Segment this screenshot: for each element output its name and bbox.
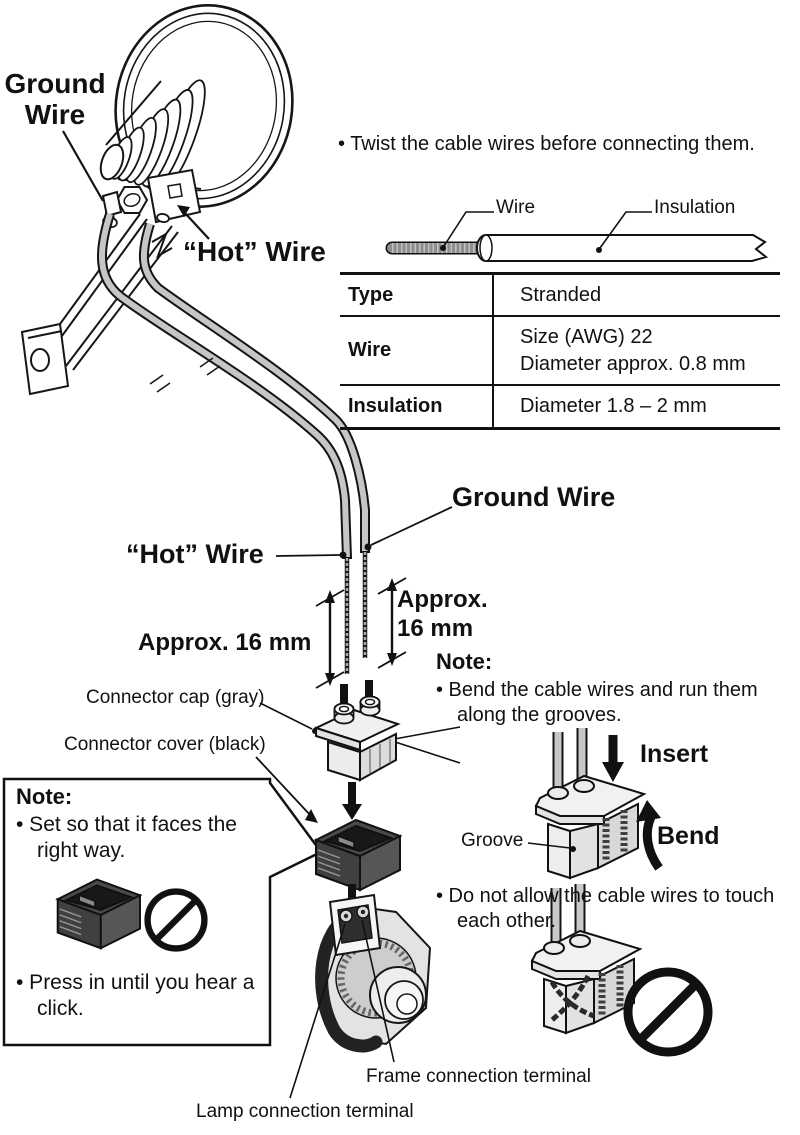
ground-wire-label-top: Ground Wire: [4, 68, 106, 131]
right-note-touch-item: • Do not allow the cable wires to touch …: [436, 885, 775, 933]
note-box-outline: [2, 777, 323, 1047]
wire-label: Wire: [496, 197, 536, 218]
spec-value: Stranded: [520, 284, 602, 306]
lamp-head-drawing: [99, 4, 294, 229]
spec-header: Insulation: [348, 394, 443, 417]
connector-cap-drawing: [313, 695, 401, 782]
spec-row-type: Type Stranded: [340, 275, 780, 318]
stripped-wires-drawing: [342, 551, 370, 674]
left-note-item-click: • Press in until you hear a click.: [16, 971, 255, 1021]
connector-cover-label: Connector cover (black): [64, 734, 266, 755]
dimension-arrows: [315, 577, 407, 689]
approx-line2: 16 mm: [397, 614, 474, 642]
approx-line1: Approx.: [397, 586, 488, 613]
insert-bend-drawing: [527, 728, 663, 878]
hot-wire-label-mid: “Hot” Wire: [126, 539, 264, 569]
spec-value: Size (AWG) 22: [520, 326, 653, 349]
leader-lines: [62, 130, 461, 764]
wire-sample-drawing: [385, 211, 769, 262]
socket-drawing: [289, 893, 432, 1099]
right-note-title: Note:: [436, 649, 493, 674]
insert-label: Insert: [640, 740, 709, 768]
spec-header: Wire: [348, 339, 392, 362]
right-note-bend-item: • Bend the cable wires and run them alon…: [436, 679, 758, 727]
lamp-terminal-label: Lamp connection terminal: [196, 1101, 414, 1122]
spec-header: Type: [348, 283, 394, 306]
spec-value: Diameter approx. 0.8 mm: [520, 352, 746, 375]
approx-16mm-right: Approx. 16 mm: [397, 586, 488, 644]
no-touch-drawing: [532, 884, 708, 1052]
down-arrow: [342, 782, 362, 820]
spec-row-wire: Wire Size (AWG) 22 Diameter approx. 0.8 …: [340, 317, 780, 387]
cover-leader-arrow: [255, 756, 318, 823]
left-note-item-facing: • Set so that it faces the right way.: [16, 813, 237, 863]
spec-value: Diameter 1.8 – 2 mm: [520, 395, 707, 418]
cable-pair-drawing: [97, 212, 370, 559]
connector-cap-label: Connector cap (gray): [86, 687, 265, 708]
approx-16mm-left: Approx. 16 mm: [138, 629, 312, 656]
twist-instruction: • Twist the cable wires before connectin…: [338, 133, 755, 155]
spec-row-insulation: Insulation Diameter 1.8 – 2 mm: [340, 386, 780, 427]
insulation-label: Insulation: [654, 197, 736, 218]
groove-label: Groove: [461, 830, 524, 851]
prohibition-icon: [628, 972, 708, 1052]
ground-wire-label-mid: Ground Wire: [452, 482, 616, 512]
hot-wire-label-top: “Hot” Wire: [183, 236, 326, 267]
bend-label: Bend: [657, 822, 720, 850]
connector-cover-drawing: [315, 819, 401, 891]
left-note-title: Note:: [16, 784, 73, 809]
wire-spec-table: Type Stranded Wire Size (AWG) 22 Diamete…: [340, 272, 780, 430]
frame-terminal-label: Frame connection terminal: [366, 1066, 591, 1087]
